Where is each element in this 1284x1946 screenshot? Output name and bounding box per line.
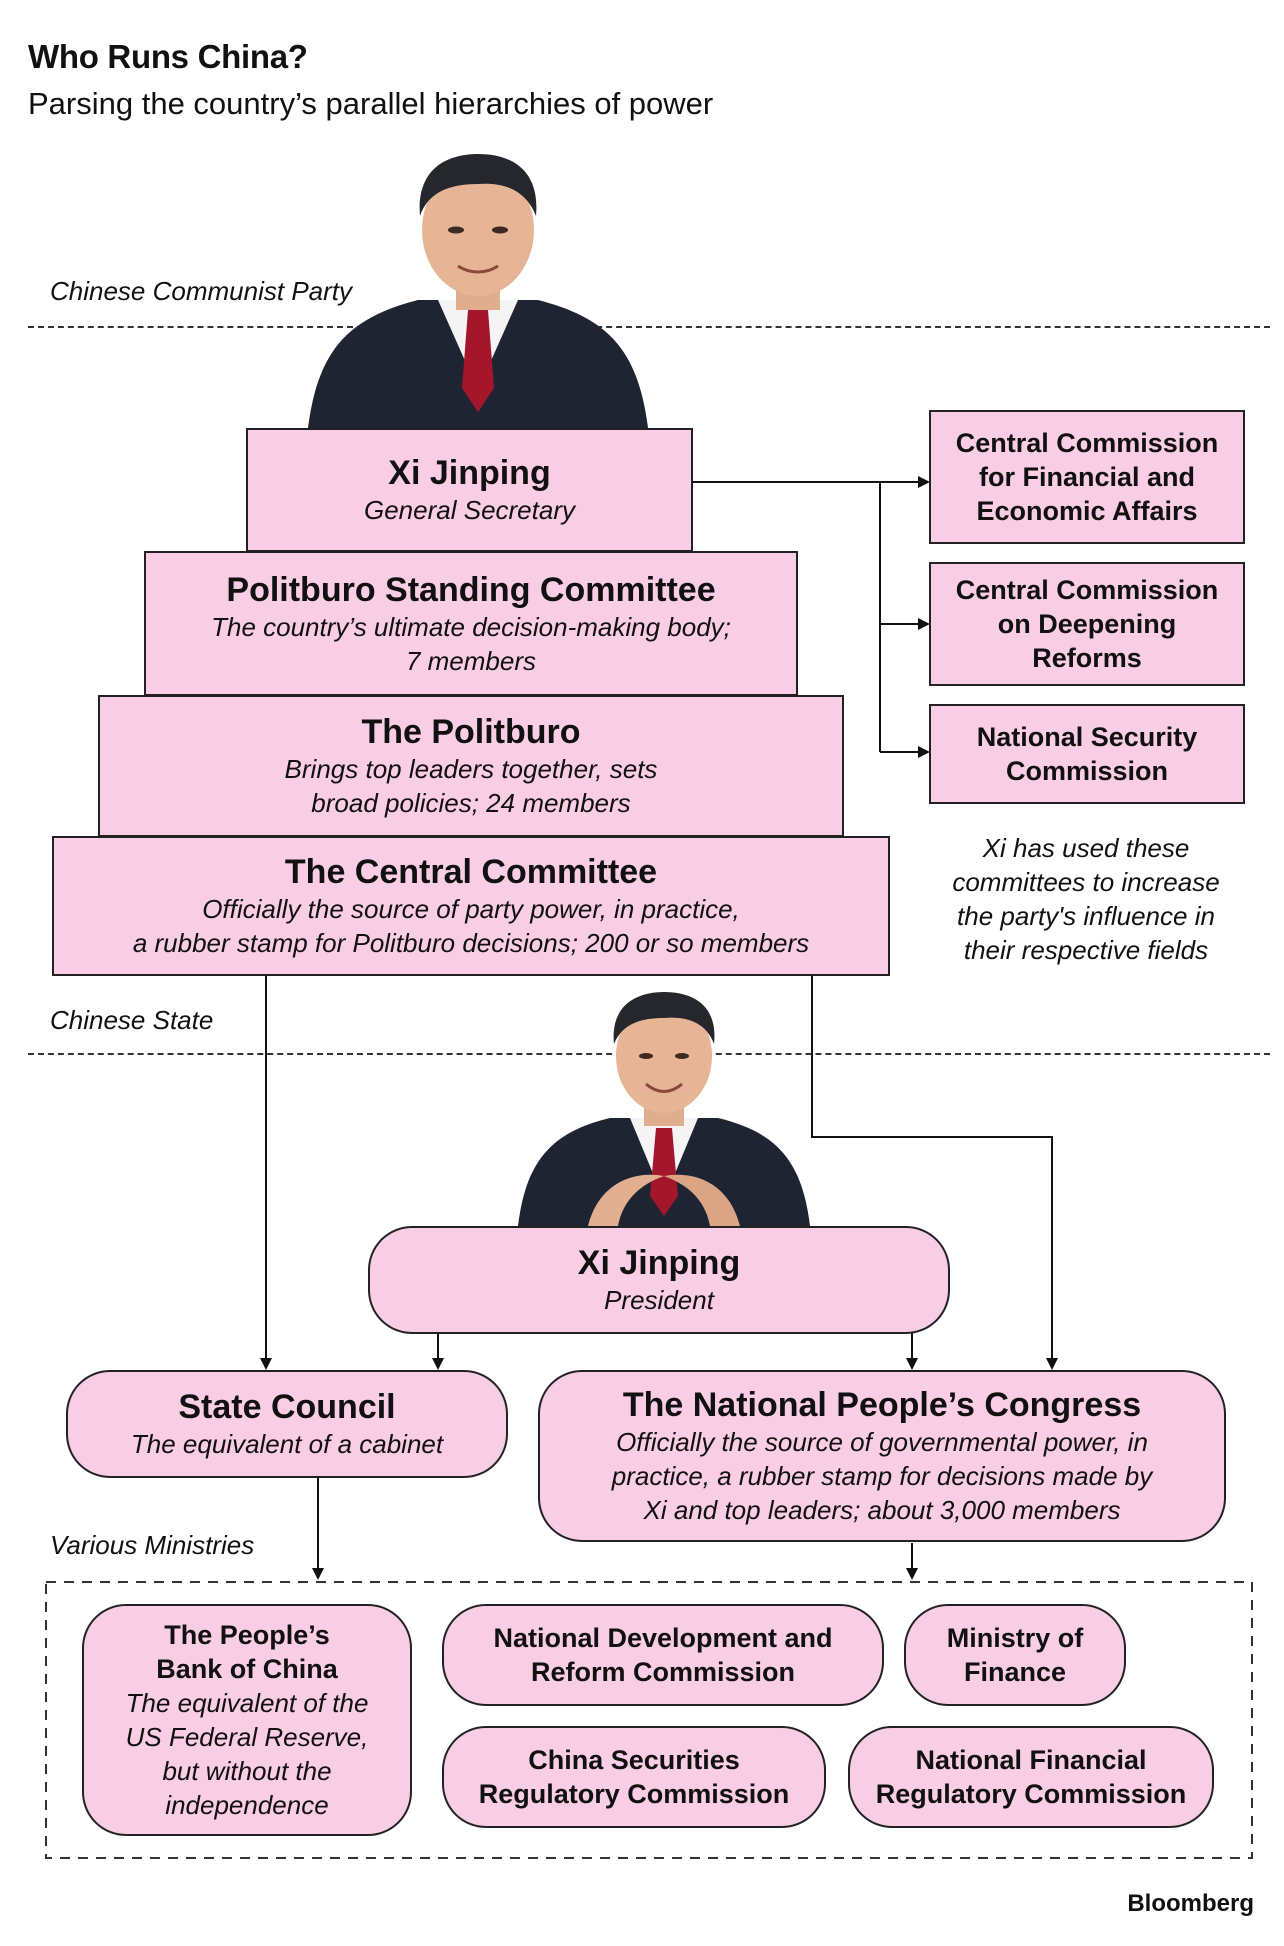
commission-national-security: National Security Commission <box>929 704 1245 804</box>
npc-desc-3: Xi and top leaders; about 3,000 members <box>643 1495 1121 1525</box>
commissions-note-line-1: Xi has used these <box>982 833 1190 863</box>
commissions-note: Xi has used these committees to increase… <box>918 831 1254 967</box>
commissions-note-line-2: committees to increase <box>952 867 1220 897</box>
mof-line-2: Finance <box>963 1657 1067 1687</box>
central-committee-desc-2: a rubber stamp for Politburo decisions; … <box>132 928 810 958</box>
mof-box: Ministry of Finance <box>904 1604 1126 1706</box>
pboc-desc-4: independence <box>165 1790 329 1820</box>
chart-subtitle: Parsing the country’s parallel hierarchi… <box>28 86 714 121</box>
csrc-box: China Securities Regulatory Commission <box>442 1726 826 1828</box>
ministries-frame <box>45 1581 1253 1859</box>
npc-desc-2: practice, a rubber stamp for decisions m… <box>611 1461 1153 1491</box>
party-divider <box>28 326 1270 328</box>
central-committee-desc-1: Officially the source of party power, in… <box>202 894 740 924</box>
csrc-line-2: Regulatory Commission <box>478 1779 790 1809</box>
commission-financial-line-3: Economic Affairs <box>976 496 1198 526</box>
npc-box: The National People’s Congress Officiall… <box>538 1370 1226 1542</box>
general-secretary-role: General Secretary <box>364 495 575 525</box>
politburo-desc-1: Brings top leaders together, sets <box>284 754 658 784</box>
commission-reforms-line-2: on Deepening <box>997 609 1177 639</box>
connector-cc-npc <box>811 975 1058 1370</box>
politburo-title: The Politburo <box>361 713 581 751</box>
general-secretary-box: Xi Jinping General Secretary <box>246 428 693 552</box>
president-box: Xi Jinping President <box>368 1226 950 1334</box>
politburo-desc-2: broad policies; 24 members <box>311 788 631 818</box>
pboc-title-2: Bank of China <box>156 1654 338 1684</box>
nfra-line-2: Regulatory Commission <box>875 1779 1187 1809</box>
general-secretary-name: Xi Jinping <box>388 454 551 492</box>
president-name: Xi Jinping <box>577 1244 741 1282</box>
pboc-box: The People’s Bank of China The equivalen… <box>82 1604 412 1836</box>
politburo-box: The Politburo Brings top leaders togethe… <box>98 695 844 837</box>
president-role: President <box>604 1285 714 1315</box>
ndrc-box: National Development and Reform Commissi… <box>442 1604 884 1706</box>
commission-reforms-line-1: Central Commission <box>955 575 1219 605</box>
npc-title: The National People’s Congress <box>622 1386 1142 1424</box>
section-label-ministries: Various Ministries <box>50 1530 255 1560</box>
section-label-party: Chinese Communist Party <box>50 276 352 306</box>
nfra-line-1: National Financial <box>915 1745 1147 1775</box>
ndrc-line-1: National Development and <box>493 1623 833 1653</box>
pboc-title-1: The People’s <box>164 1620 330 1650</box>
state-council-desc: The equivalent of a cabinet <box>130 1429 444 1459</box>
state-council-box: State Council The equivalent of a cabine… <box>66 1370 508 1478</box>
csrc-line-1: China Securities <box>528 1745 740 1775</box>
commission-security-line-1: National Security <box>976 722 1198 752</box>
central-committee-box: The Central Committee Officially the sou… <box>52 836 890 976</box>
pboc-desc-1: The equivalent of the <box>125 1688 369 1718</box>
standing-committee-desc-2: 7 members <box>405 645 537 676</box>
commission-financial-line-1: Central Commission <box>955 428 1219 458</box>
central-committee-title: The Central Committee <box>284 853 658 891</box>
bloomberg-logo: Bloomberg <box>1127 1890 1254 1917</box>
commission-security-line-2: Commission <box>1005 756 1169 786</box>
commission-deepening-reforms: Central Commission on Deepening Reforms <box>929 562 1245 686</box>
section-label-state: Chinese State <box>50 1005 214 1035</box>
chart-title: Who Runs China? <box>28 38 308 75</box>
xi-portrait-state <box>518 992 810 1226</box>
commission-financial-line-2: for Financial and <box>978 462 1196 492</box>
state-council-title: State Council <box>178 1388 396 1426</box>
standing-committee-box: Politburo Standing Committee The country… <box>144 551 798 696</box>
npc-desc-1: Officially the source of governmental po… <box>616 1427 1148 1457</box>
xi-portrait-party <box>308 154 648 428</box>
pboc-desc-2: US Federal Reserve, <box>125 1722 369 1752</box>
commission-reforms-line-3: Reforms <box>1032 643 1142 673</box>
commissions-note-line-4: their respective fields <box>963 935 1209 965</box>
standing-committee-desc-1: The country’s ultimate decision-making b… <box>211 611 731 642</box>
commission-financial-economic: Central Commission for Financial and Eco… <box>929 410 1245 544</box>
pboc-desc-3: but without the <box>162 1756 332 1786</box>
nfra-box: National Financial Regulatory Commission <box>848 1726 1214 1828</box>
ndrc-line-2: Reform Commission <box>530 1657 796 1687</box>
commissions-note-line-3: the party's influence in <box>957 901 1215 931</box>
mof-line-1: Ministry of <box>946 1623 1084 1653</box>
standing-committee-title: Politburo Standing Committee <box>226 570 716 609</box>
